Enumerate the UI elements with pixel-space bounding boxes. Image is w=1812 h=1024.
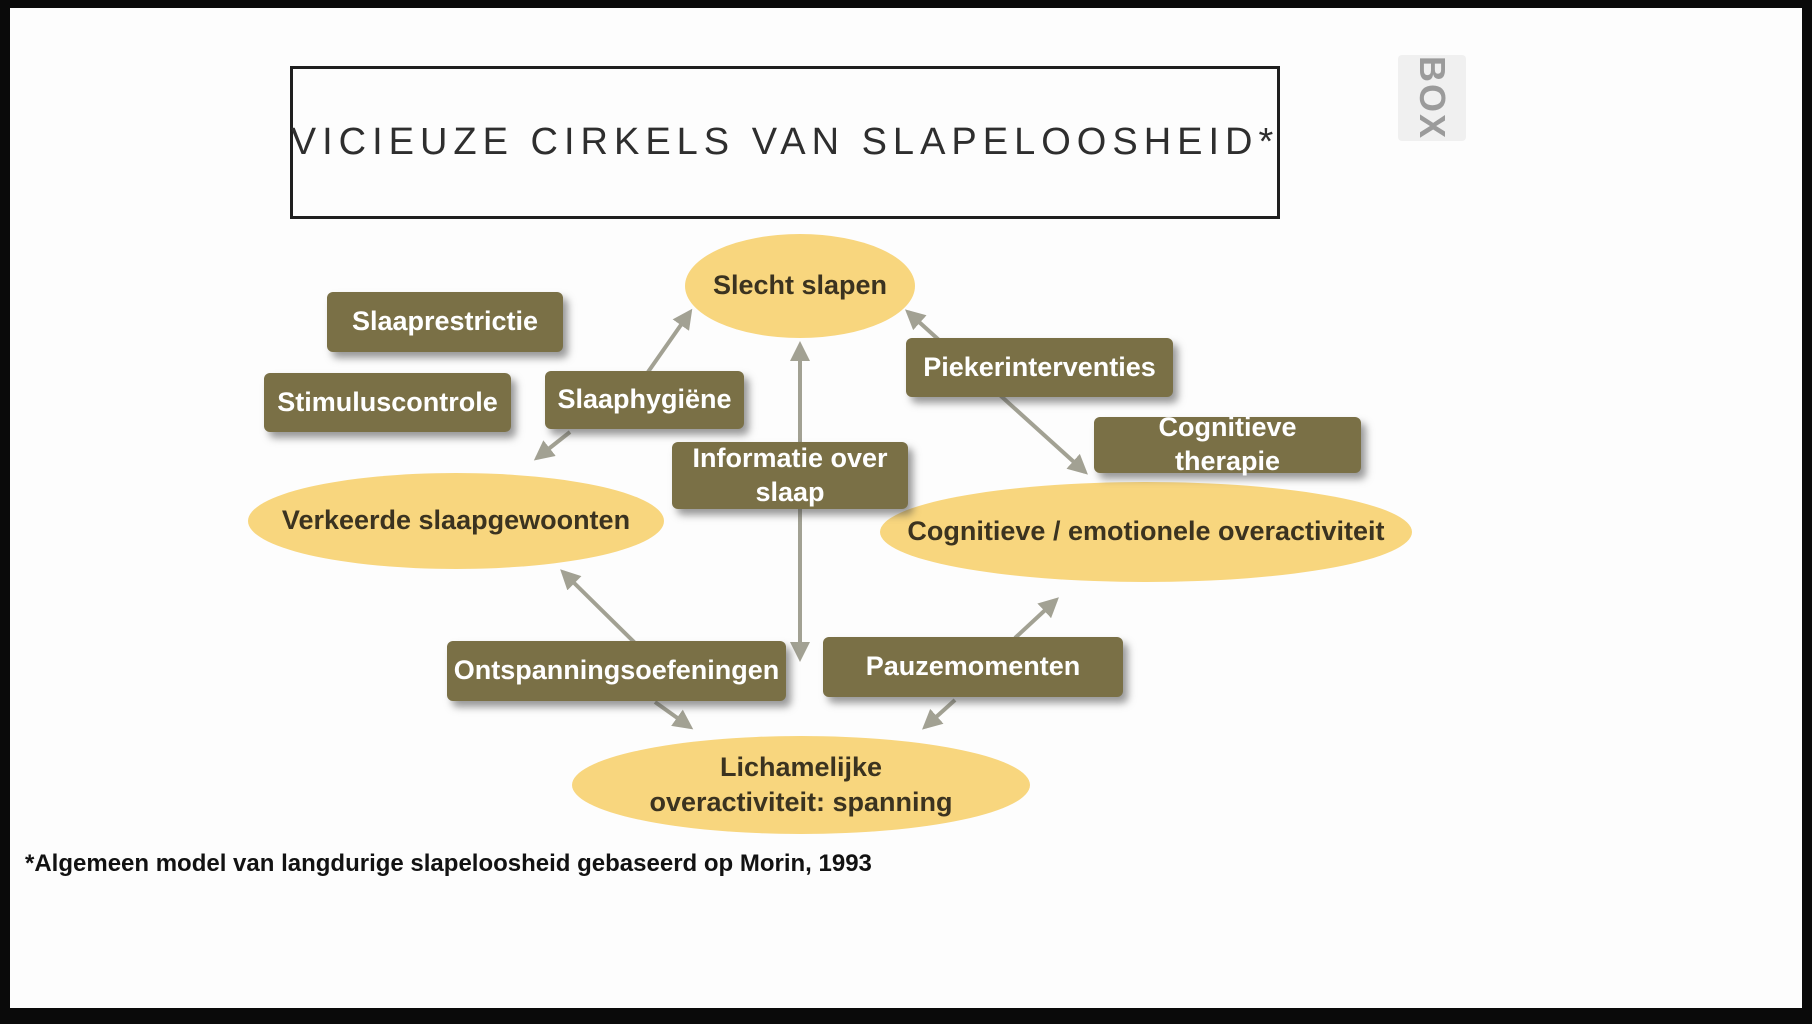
node-piekerinterventies: Piekerinterventies xyxy=(906,338,1173,397)
box-logo-text: BOX xyxy=(1412,55,1454,141)
node-cognitieve-therapie: Cognitieve therapie xyxy=(1094,412,1361,476)
node-cognitieve-emotionele-overactiviteit: Cognitieve / emotionele overactiviteit xyxy=(880,482,1412,582)
slide-background: VICIEUZE CIRKELS VAN SLAPELOOSHEID* BOX … xyxy=(10,8,1802,1008)
arrow-pauze-to-cognitieve xyxy=(1013,597,1059,640)
title-box: VICIEUZE CIRKELS VAN SLAPELOOSHEID* xyxy=(290,66,1280,219)
node-stimuluscontrole: Stimuluscontrole xyxy=(264,373,511,432)
arrow-slaaphygiene-to-slechtslapen xyxy=(646,308,693,374)
node-pauzemomenten: Pauzemomenten xyxy=(823,637,1123,697)
footnote: *Algemeen model van langdurige slapeloos… xyxy=(25,850,872,877)
node-slaaphygiene: Slaaphygiëne xyxy=(545,371,744,429)
node-slecht-slapen-label: Slecht slapen xyxy=(712,270,888,301)
arrow-ontspanning-to-lichamelijke xyxy=(653,700,694,730)
node-cognitieve-emotionele-label: Cognitieve / emotionele overactiviteit xyxy=(907,516,1385,547)
node-piekerinterventies-label: Piekerinterventies xyxy=(923,351,1156,382)
node-informatie-over-slaap-label: Informatie over slaap xyxy=(692,442,888,507)
arrow-ontspanning-to-verkeerde xyxy=(560,569,637,645)
node-verkeerde-slaapgewoonten-label: Verkeerde slaapgewoonten xyxy=(281,505,631,536)
node-slaaprestrictie-label: Slaaprestrictie xyxy=(351,306,539,337)
arrow-pauze-to-lichamelijke xyxy=(922,698,957,730)
box-logo: BOX xyxy=(1398,55,1466,141)
node-ontspanningsoefeningen-label: Ontspanningsoefeningen xyxy=(453,655,780,686)
node-lichamelijke-overactiviteit: Lichamelijke overactiviteit: spanning xyxy=(572,736,1030,834)
node-cognitieve-therapie-label: Cognitieve therapie xyxy=(1158,412,1297,476)
node-pauzemomenten-label: Pauzemomenten xyxy=(865,651,1081,682)
node-stimuluscontrole-label: Stimuluscontrole xyxy=(277,386,498,417)
node-ontspanningsoefeningen: Ontspanningsoefeningen xyxy=(447,641,786,701)
node-verkeerde-slaapgewoonten: Verkeerde slaapgewoonten xyxy=(248,473,664,569)
page-title: VICIEUZE CIRKELS VAN SLAPELOOSHEID* xyxy=(290,121,1280,163)
node-lichamelijke-label-line1: Lichamelijke xyxy=(719,751,883,782)
node-informatie-over-slaap: Informatie over slaap xyxy=(672,442,908,509)
node-slecht-slapen: Slecht slapen xyxy=(685,234,915,338)
arrow-slaaphygiene-to-verkeerde xyxy=(533,430,572,461)
node-lichamelijke-label-line2: overactiviteit: spanning xyxy=(649,787,953,817)
node-slaaprestrictie: Slaaprestrictie xyxy=(327,292,563,352)
node-slaaphygiene-label: Slaaphygiëne xyxy=(557,384,732,415)
